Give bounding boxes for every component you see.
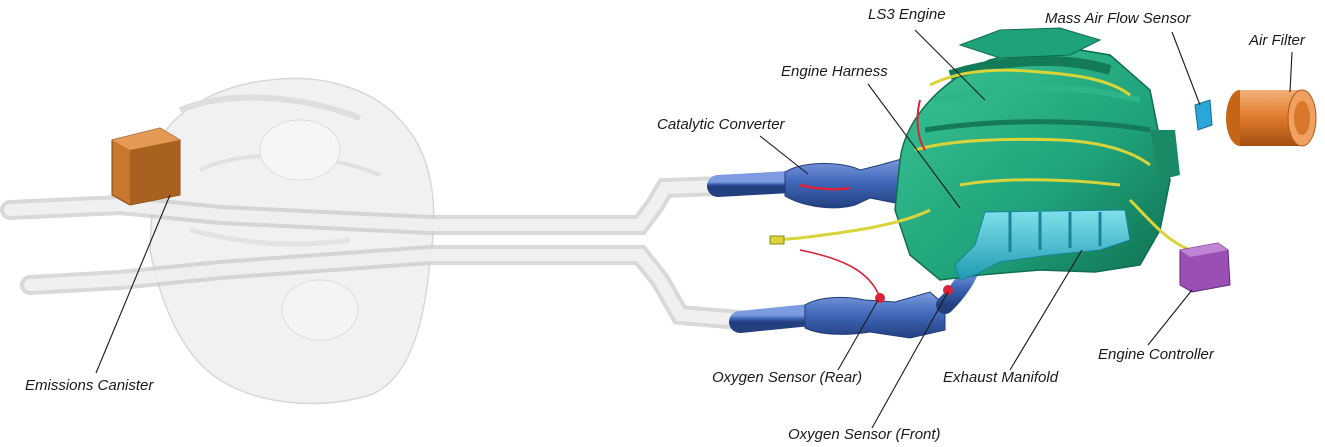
oxygen-sensor-front [943, 285, 953, 295]
leader-engine-controller [1148, 290, 1192, 345]
mass-air-flow-sensor [1195, 100, 1212, 130]
catalytic-converter-upper [785, 158, 905, 208]
exhaust-pipes-front [718, 182, 810, 322]
label-air-filter: Air Filter [1249, 32, 1305, 50]
label-oxygen-sensor-front: Oxygen Sensor (Front) [788, 426, 941, 444]
label-catalytic-converter: Catalytic Converter [657, 116, 785, 134]
air-filter [1226, 90, 1316, 146]
leader-mass-air-flow-sensor [1172, 32, 1200, 105]
oxygen-sensor-rear [800, 250, 885, 303]
label-engine-controller: Engine Controller [1098, 346, 1214, 364]
label-exhaust-manifold: Exhaust Manifold [943, 369, 1058, 387]
label-mass-air-flow-sensor: Mass Air Flow Sensor [1045, 10, 1190, 28]
engine-controller [1180, 243, 1230, 292]
catalytic-converter-lower [805, 270, 970, 338]
label-oxygen-sensor-rear: Oxygen Sensor (Rear) [712, 369, 862, 387]
leader-catalytic-converter [760, 136, 808, 174]
leader-air-filter [1290, 52, 1292, 92]
label-ls3-engine: LS3 Engine [868, 6, 946, 24]
emissions-canister [112, 128, 180, 205]
label-engine-harness: Engine Harness [781, 63, 888, 81]
ghost-underbody [150, 78, 434, 403]
label-emissions-canister: Emissions Canister [25, 377, 153, 395]
